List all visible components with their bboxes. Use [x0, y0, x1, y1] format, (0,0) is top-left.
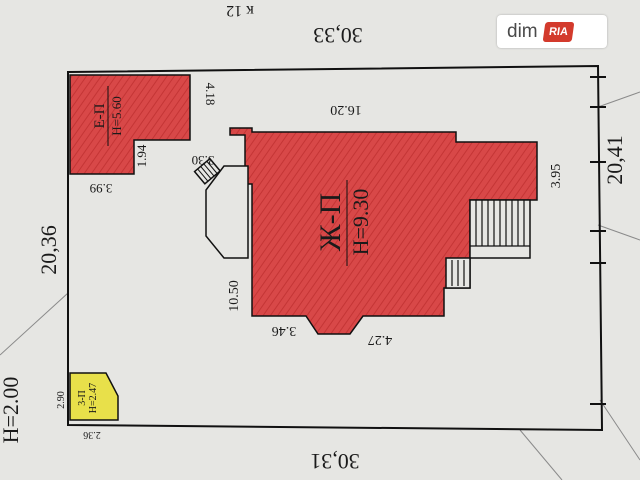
shed-dim-2: 2.36: [83, 429, 101, 440]
watermark-badge: RIA: [542, 21, 574, 42]
watermark-brand: dim: [507, 20, 538, 42]
site-boundary: [67, 64, 604, 432]
outbuilding-dim-4: 3.99: [90, 181, 113, 196]
plan-labels: к 12 30,33 30,31 20,36 20,41 H=2.00 Е-П …: [0, 2, 627, 474]
main-house-height: H=9.30: [348, 189, 373, 256]
external-height-marker: H=2.00: [0, 377, 23, 444]
main-house-dim-2: 3.95: [549, 164, 564, 189]
outbuilding-e: [69, 74, 191, 175]
main-house-dim-5: 4.27: [368, 332, 393, 347]
top-partial-label: к 12: [226, 2, 254, 19]
main-house-dim-3: 10.50: [227, 280, 242, 312]
main-house-dim-1: 16.20: [330, 102, 362, 117]
outbuilding-height: H=5.60: [109, 96, 124, 135]
background-lines: [0, 91, 640, 480]
shed-height: H=2.47: [88, 383, 99, 413]
staircase: [445, 199, 531, 289]
shed-dim-1: 2.90: [56, 391, 67, 409]
porch-steps-small: [193, 157, 222, 185]
site-dim-bottom: 30,31: [310, 449, 360, 474]
site-dim-right: 20,41: [602, 135, 627, 185]
shed-z: [69, 372, 119, 421]
site-dim-left: 20,36: [36, 225, 61, 275]
outbuilding-dim-2: 3.30: [192, 153, 215, 168]
site-dim-top: 30,33: [313, 23, 363, 48]
watermark-logo: dim RIA: [497, 15, 607, 48]
boundary-ticks: [590, 76, 606, 405]
main-house-dim-4: 3.46: [272, 323, 297, 338]
outbuilding-dim-1: 4.18: [203, 83, 218, 106]
outbuilding-dim-3: 1.94: [134, 144, 149, 167]
shed-code: 3-П: [77, 390, 88, 406]
outbuilding-code: Е-П: [92, 103, 108, 128]
bay-extension: [205, 165, 249, 259]
main-house-code: Ж-П: [314, 193, 347, 252]
